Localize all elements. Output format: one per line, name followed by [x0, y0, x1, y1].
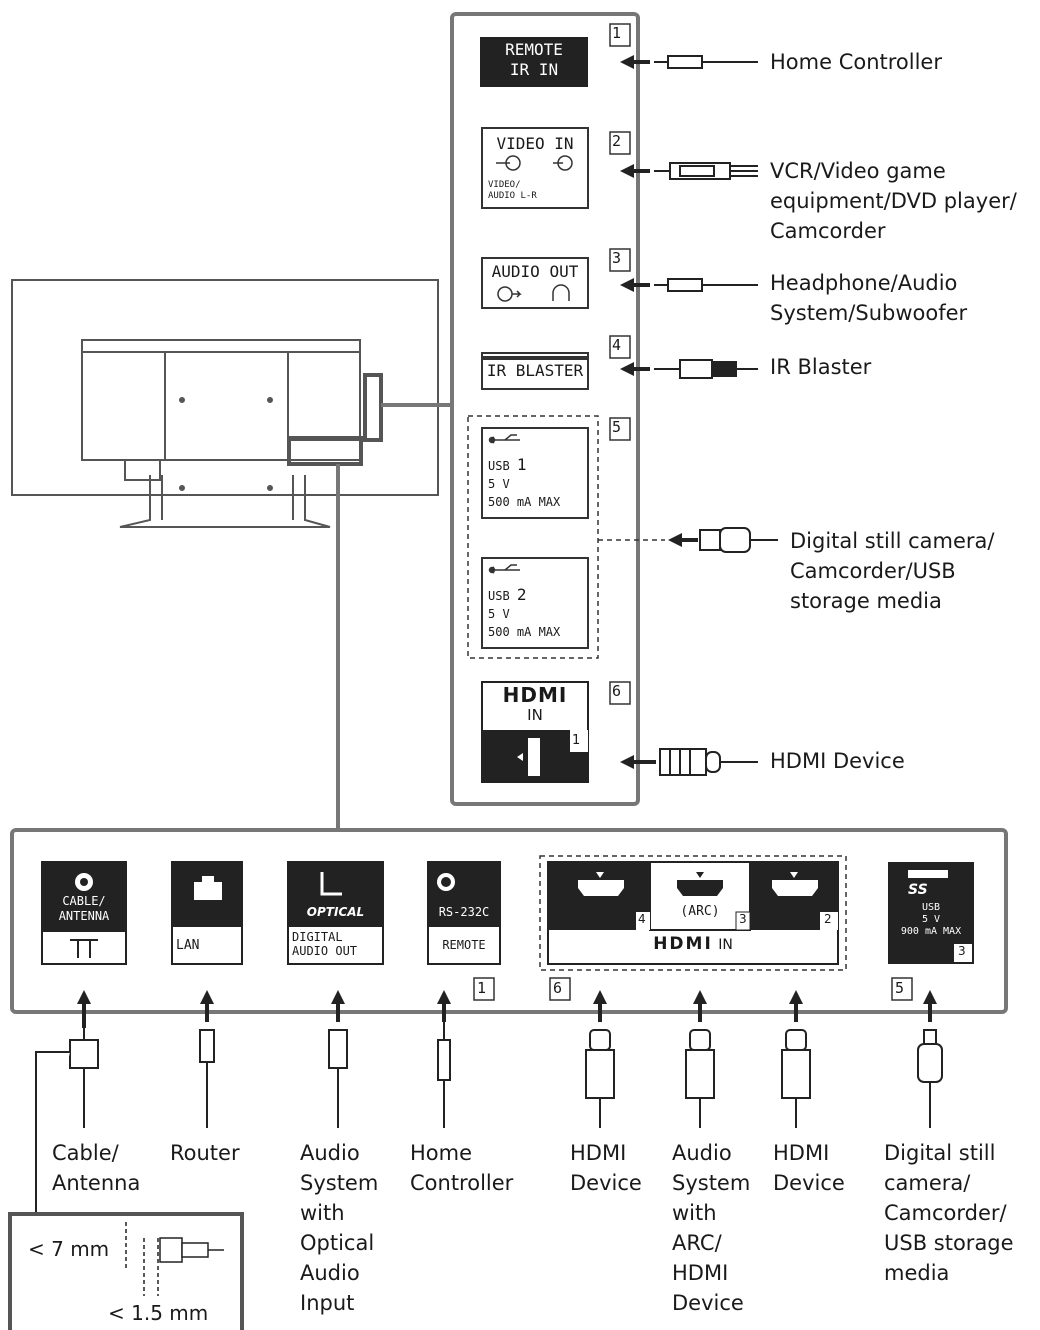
- side-num-4: 4: [612, 336, 622, 354]
- hdmi-group-outline: [539, 855, 847, 971]
- tv-rear-view: [11, 279, 439, 528]
- label-hdmi-device-side: HDMI Device: [770, 749, 905, 773]
- video-in-label: VIDEO IN: [496, 134, 574, 153]
- label-digital-camera-bottom: Digital still camera/ Camcorder/ USB sto…: [884, 1141, 1014, 1285]
- cable-antenna-label: CABLE/ ANTENNA: [58, 894, 110, 923]
- label-vcr: VCR/Video game equipment/DVD player/ Cam…: [770, 159, 1017, 243]
- usb3-port-num: 3: [958, 944, 966, 958]
- side-num-3: 3: [612, 249, 622, 267]
- hdmi-side-logo: HDMI: [502, 683, 568, 707]
- usb1-label: USB 1 5 V 500 mA MAX: [488, 455, 561, 510]
- label-headphone: Headphone/Audio System/Subwoofer: [770, 271, 968, 325]
- bottom-num-1: 1: [477, 979, 487, 997]
- video-audio-label: VIDEO/ AUDIO L-R: [488, 180, 537, 201]
- label-home-controller-bottom: Home Controller: [410, 1141, 514, 1195]
- cable-dimension-inset: [8, 1212, 244, 1330]
- hdmi-port-3: 3: [739, 912, 747, 926]
- usb3-label: USB 5 V 900 mA MAX: [900, 902, 962, 937]
- lan-label: LAN: [176, 938, 200, 953]
- bottom-cables: [35, 990, 943, 1214]
- side-num-5: 5: [612, 418, 622, 436]
- audio-out-label: AUDIO OUT: [491, 262, 579, 281]
- bottom-panel: [10, 828, 1008, 1014]
- remote-label: REMOTE: [442, 938, 486, 952]
- bottom-num-6: 6: [553, 979, 563, 997]
- hdmi-arc-label: (ARC): [680, 904, 720, 919]
- label-ir-blaster: IR Blaster: [770, 355, 872, 379]
- side-num-1: 1: [612, 24, 622, 42]
- usb2-label: USB 2 5 V 500 mA MAX: [488, 585, 561, 640]
- dim-7mm: < 7 mm: [28, 1237, 110, 1261]
- dim-1-5mm: < 1.5 mm: [108, 1301, 209, 1325]
- hdmi-in-logo: HDMI IN: [653, 934, 733, 954]
- remote-ir-in-port: [480, 37, 588, 87]
- usb2-port: [481, 557, 589, 649]
- label-hdmi-device-1: HDMI Device: [570, 1141, 642, 1195]
- bottom-num-5: 5: [895, 979, 905, 997]
- label-digital-camera-side: Digital still camera/ Camcorder/USB stor…: [790, 529, 995, 613]
- hdmi-port-2: 2: [824, 912, 832, 926]
- label-router: Router: [170, 1141, 240, 1165]
- usb1-port: [481, 427, 589, 519]
- audio-out-port: [481, 257, 589, 309]
- rs232c-label: RS-232C: [438, 905, 490, 919]
- usb-group-outline: [467, 415, 599, 659]
- optical-logo: OPTICAL: [306, 905, 365, 919]
- ir-blaster-label: IR BLASTER: [486, 361, 584, 380]
- side-num-2: 2: [612, 132, 622, 150]
- hdmi-side-port: 1: [572, 733, 581, 748]
- label-audio-optical: Audio System with Optical Audio Input: [300, 1141, 379, 1315]
- label-home-controller: Home Controller: [770, 50, 942, 74]
- label-cable-antenna: Cable/ Antenna: [52, 1141, 141, 1195]
- hdmi-port-4: 4: [638, 912, 646, 926]
- label-audio-arc: Audio System with ARC/ HDMI Device: [672, 1141, 751, 1315]
- hdmi-side-in: IN: [527, 706, 543, 724]
- remote-ir-in-label: REMOTE IR IN: [505, 40, 563, 79]
- side-num-6: 6: [612, 682, 622, 700]
- label-hdmi-device-2: HDMI Device: [773, 1141, 845, 1195]
- usb3-ss-logo: SS: [908, 882, 928, 898]
- side-cables: [620, 55, 778, 776]
- optical-label: DIGITAL AUDIO OUT: [292, 930, 358, 958]
